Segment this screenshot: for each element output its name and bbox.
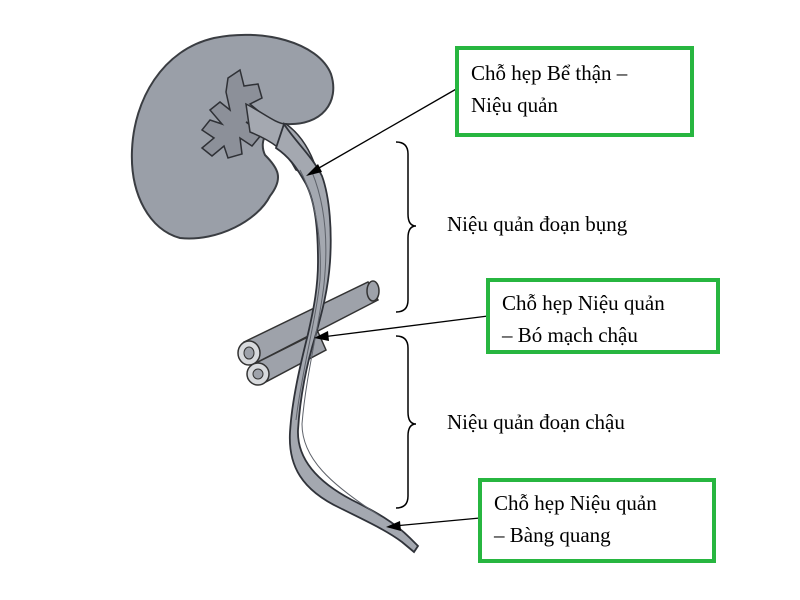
label-pelvic-ureter: Niệu quản đoạn chậu [447,410,625,434]
label-box-vesicoureteral-junction: Chỗ hẹp Niệu quản – Bàng quang [478,478,716,563]
iliac-vessel-upper-far [366,280,380,302]
pointer-bladder [386,517,481,531]
iliac-crossing-line1: Chỗ hẹp Niệu quản [502,291,665,315]
label-box-renal-pelvis-junction: Chỗ hẹp Bể thận – Niệu quản [455,46,694,137]
ureter-texture-2 [301,171,381,517]
iliac-crossing-line2: – Bó mạch chậu [502,323,638,347]
vesicoureteral-junction-line2: – Bàng quang [494,523,611,547]
ureter-texture-1 [295,169,321,421]
renal-calyces [200,68,264,159]
vesicoureteral-junction-line1: Chỗ hẹp Niệu quản [494,491,657,515]
label-abdominal-ureter: Niệu quản đoạn bụng [447,212,628,236]
renal-pelvis-junction-line1: Chỗ hẹp Bể thận – [471,61,628,85]
bracket-abdominal [395,141,417,313]
bracket-pelvic [395,335,417,509]
pointer-renal-pelvis [306,87,459,176]
label-box-iliac-crossing: Chỗ hẹp Niệu quản – Bó mạch chậu [486,278,720,354]
iliac-vessel-upper-lumen [243,346,255,360]
renal-pelvis-junction-line2: Niệu quản [471,93,558,117]
iliac-vessel-lower-lumen [252,368,264,380]
ureter [274,121,420,554]
pointer-iliac [314,315,489,341]
